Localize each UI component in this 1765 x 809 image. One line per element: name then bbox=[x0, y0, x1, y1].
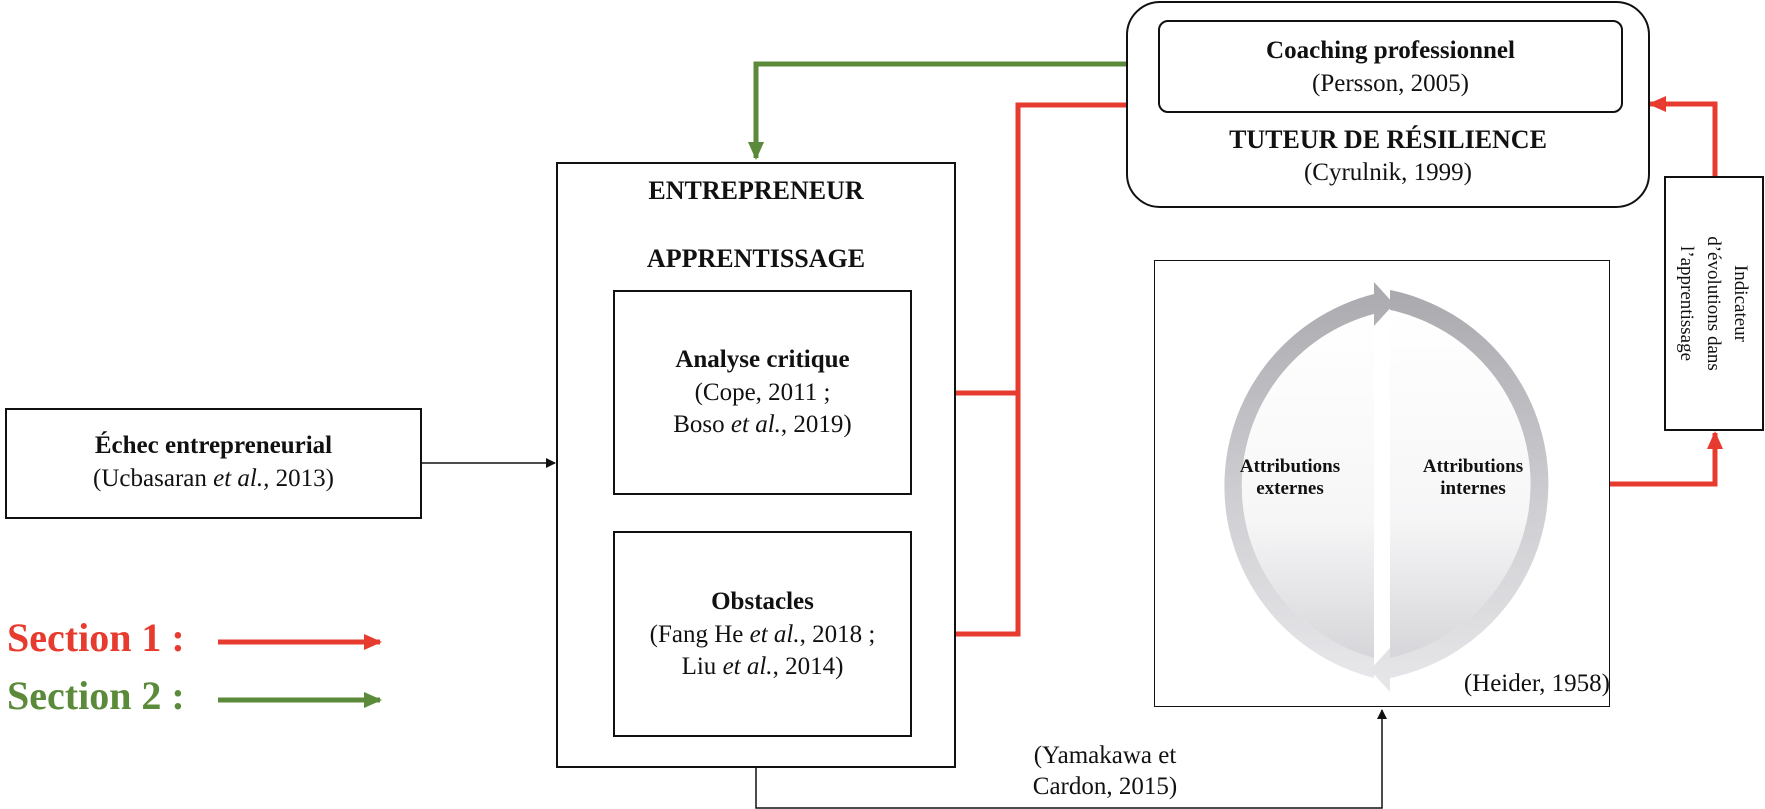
arrow-tuteur-to-analyse bbox=[912, 102, 1126, 401]
yamakawa-cite: (Yamakawa et Cardon, 2015) bbox=[1000, 740, 1210, 803]
analyse-title: Analyse critique bbox=[675, 346, 850, 373]
indicateur-line-1: Indicateur bbox=[1730, 264, 1751, 342]
analyse-cite-2: Boso et al., 2019) bbox=[613, 409, 912, 442]
arrow-entrepreneur-to-attributions bbox=[755, 709, 1387, 809]
tuteur-cite: (Cyrulnik, 1999) bbox=[1303, 158, 1473, 186]
indicateur-line-2: d’évolutions dans bbox=[1703, 236, 1724, 371]
indicateur-line-3: l’apprentissage bbox=[1676, 245, 1697, 361]
analyse-cite-1: (Cope, 2011 ; bbox=[694, 378, 831, 406]
yamakawa-line1: (Yamakawa et bbox=[1033, 742, 1177, 769]
obstacles-cite2-post: , 2014) bbox=[772, 653, 844, 680]
arrow-indicateur-to-tuteur bbox=[1648, 96, 1718, 176]
echec-title: Échec entrepreneurial bbox=[94, 432, 333, 459]
echec-cite-pre: (Ucbasaran bbox=[93, 464, 214, 492]
attributions-externes: Attributions externes bbox=[1220, 456, 1360, 500]
attributions-externes-line2: externes bbox=[1256, 477, 1324, 499]
attributions-externes-line1: Attributions bbox=[1239, 456, 1341, 477]
analyse-cite2-em: et al. bbox=[730, 411, 781, 438]
obstacles-box bbox=[613, 531, 912, 737]
obstacles-cite1-post: , 2018 ; bbox=[799, 620, 876, 648]
cycle-fill-externes bbox=[1241, 314, 1374, 658]
cycle-arc-internes bbox=[1370, 290, 1549, 692]
attributions-internes-line1: Attributions bbox=[1422, 456, 1524, 477]
attributions-internes: Attributions internes bbox=[1403, 456, 1543, 500]
obstacles-cite1-em: et al. bbox=[749, 620, 800, 648]
tuteur-text: TUTEUR DE RÉSILIENCE (Cyrulnik, 1999) bbox=[1126, 123, 1650, 189]
coaching-cite: (Persson, 2005) bbox=[1312, 69, 1469, 97]
obstacles-text: Obstacles (Fang He et al., 2018 ; Liu et… bbox=[613, 586, 912, 684]
obstacles-cite2-pre: Liu bbox=[681, 653, 723, 680]
yamakawa-line2: Cardon, 2015) bbox=[1032, 773, 1178, 801]
echec-cite-post: 2013) bbox=[269, 464, 334, 492]
legend-section1-label: Section 1 : bbox=[7, 615, 185, 660]
arrow-attributions-to-indicateur bbox=[1609, 431, 1723, 487]
obstacles-cite-2: Liu et al., 2014) bbox=[613, 651, 912, 684]
indicateur-text: Indicateur d’évolutions dans l’apprentis… bbox=[1673, 176, 1754, 431]
entrepreneur-title: ENTREPRENEUR bbox=[648, 176, 864, 205]
tuteur-title: TUTEUR DE RÉSILIENCE bbox=[1229, 125, 1547, 154]
echec-text: Échec entrepreneurial (Ucbasaran et al.,… bbox=[5, 430, 422, 495]
obstacles-cite2-em: et al. bbox=[722, 653, 773, 680]
cycle-arc-externes bbox=[1224, 282, 1394, 678]
echec-cite-em: et al., bbox=[213, 464, 270, 492]
attribution-cycle bbox=[1224, 282, 1549, 692]
coaching-title: Coaching professionnel bbox=[1266, 37, 1515, 64]
coaching-box bbox=[1158, 20, 1623, 113]
attributions-internes-line2: internes bbox=[1440, 477, 1506, 499]
cycle-fill-internes bbox=[1390, 310, 1531, 658]
obstacles-cite1-pre: (Fang He bbox=[649, 620, 750, 648]
indicateur-box bbox=[1664, 176, 1764, 431]
legend-section2-label: Section 2 : bbox=[7, 673, 185, 718]
obstacles-cite-1: (Fang He et al., 2018 ; bbox=[613, 619, 912, 652]
arrow-coaching-to-entrepreneur bbox=[748, 61, 1158, 160]
echec-citation: (Ucbasaran et al., 2013) bbox=[5, 463, 422, 496]
obstacles-title: Obstacles bbox=[711, 588, 814, 615]
analyse-text: Analyse critique (Cope, 2011 ; Boso et a… bbox=[613, 344, 912, 442]
apprentissage-title: APPRENTISSAGE bbox=[646, 244, 866, 273]
heider-cite: (Heider, 1958) bbox=[1463, 670, 1610, 697]
analyse-cite2-post: , 2019) bbox=[780, 411, 852, 438]
analyse-cite2-pre: Boso bbox=[673, 411, 731, 438]
echec-box bbox=[5, 408, 422, 519]
analyse-box bbox=[613, 290, 912, 495]
coaching-text: Coaching professionnel (Persson, 2005) bbox=[1158, 35, 1623, 100]
